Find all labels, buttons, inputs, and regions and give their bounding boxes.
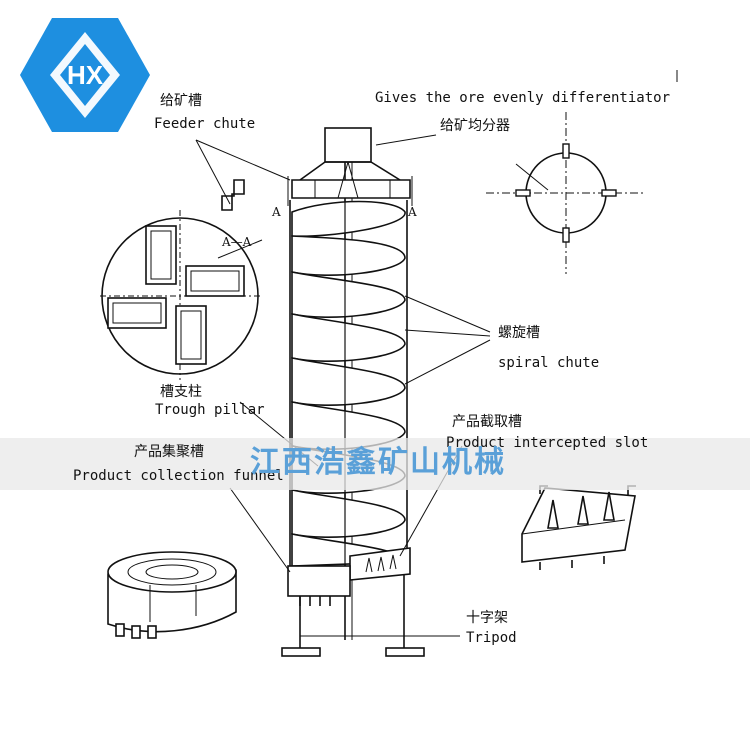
funnel-inner-ring bbox=[127, 558, 217, 586]
slot-lip bbox=[521, 519, 626, 535]
leader-feeder-profile bbox=[195, 139, 231, 205]
funnel-core-ring bbox=[145, 564, 199, 580]
slot-outlets bbox=[539, 556, 605, 570]
label-spiral-chute-en: spiral chute bbox=[498, 355, 599, 371]
funnel-outlet bbox=[115, 623, 125, 637]
funnel-outlets bbox=[299, 596, 331, 606]
leader-differentiator-detail bbox=[515, 163, 549, 191]
spiral-turn bbox=[291, 200, 406, 238]
spiral-turn bbox=[291, 271, 406, 318]
label-differentiator-cn: 给矿均分器 bbox=[440, 118, 510, 134]
leader-feeder-tower bbox=[195, 139, 291, 181]
distributor-box bbox=[324, 127, 372, 163]
tripod-foot-right bbox=[385, 647, 425, 657]
feed-head bbox=[291, 179, 411, 199]
label-trough-pillar-cn: 槽支柱 bbox=[160, 384, 202, 400]
label-collection-funnel-cn: 产品集聚槽 bbox=[134, 443, 204, 460]
logo-inner-diamond bbox=[60, 44, 110, 106]
funnel-top-ring bbox=[107, 551, 237, 593]
label-feeder-chute-en: Feeder chute bbox=[154, 116, 255, 132]
collection-funnel-box bbox=[287, 565, 351, 597]
feed-head-dividers bbox=[314, 180, 391, 198]
spiral-turn bbox=[291, 489, 406, 538]
leader-section bbox=[217, 239, 263, 259]
intercept-slot-blades bbox=[365, 554, 397, 573]
intercept-slot-detail bbox=[521, 485, 636, 570]
watermark-band bbox=[0, 438, 750, 490]
chute-block-left-inner bbox=[112, 302, 162, 324]
logo-text: HX bbox=[67, 60, 104, 90]
label-product-slot-cn: 产品截取槽 bbox=[452, 414, 522, 430]
chute-block-right-inner bbox=[190, 270, 240, 292]
leader-spiral-2 bbox=[404, 329, 491, 337]
hx-logo: HX bbox=[20, 18, 150, 132]
label-differentiator-en: Gives the ore evenly differentiator bbox=[375, 90, 670, 106]
funnel-dividers bbox=[149, 585, 197, 622]
label-trough-pillar-en: Trough pillar bbox=[155, 402, 265, 418]
section-aa-view bbox=[100, 179, 262, 380]
tripod-foot-left bbox=[281, 647, 321, 657]
funnel-outlet bbox=[131, 625, 141, 639]
leader-differentiator bbox=[375, 134, 437, 146]
watermark-text: 江西浩鑫矿山机械 bbox=[250, 445, 506, 480]
label-product-slot-en: Product intercepted slot bbox=[446, 435, 648, 451]
label-tripod-cn: 十字架 bbox=[466, 610, 508, 626]
spiral-turn bbox=[291, 313, 406, 362]
collection-funnel-detail bbox=[107, 551, 237, 639]
divider-tab-right bbox=[601, 189, 617, 197]
chute-block-bottom-inner bbox=[180, 310, 202, 360]
spiral-turn bbox=[291, 357, 406, 406]
differentiator-view bbox=[486, 112, 646, 274]
label-collection-funnel-en: Product collection funnel bbox=[73, 468, 284, 484]
leader-spiral-3 bbox=[404, 339, 491, 385]
label-section-a-left: A bbox=[271, 205, 281, 219]
divider-tab-bottom bbox=[562, 227, 570, 243]
spiral-turns bbox=[291, 200, 406, 567]
divider-tab-top bbox=[562, 143, 570, 159]
spiral-tower bbox=[281, 127, 425, 657]
label-section-a-right: A bbox=[407, 205, 417, 219]
spiral-turn bbox=[291, 235, 406, 276]
funnel-outlet bbox=[147, 625, 157, 639]
slot-body bbox=[521, 487, 636, 563]
label-spiral-chute-cn: 螺旋槽 bbox=[498, 325, 540, 341]
label-tripod-en: Tripod bbox=[466, 630, 517, 646]
chute-block-top-inner bbox=[150, 230, 172, 280]
slot-blades bbox=[547, 491, 615, 529]
leader-spiral-1 bbox=[404, 295, 491, 333]
feed-head-pipes bbox=[337, 161, 359, 199]
leader-collection-funnel bbox=[229, 487, 291, 573]
label-feeder-chute-cn: 给矿槽 bbox=[160, 93, 202, 109]
divider-tab-left bbox=[515, 189, 531, 197]
label-section-aa: A—A bbox=[221, 235, 252, 249]
